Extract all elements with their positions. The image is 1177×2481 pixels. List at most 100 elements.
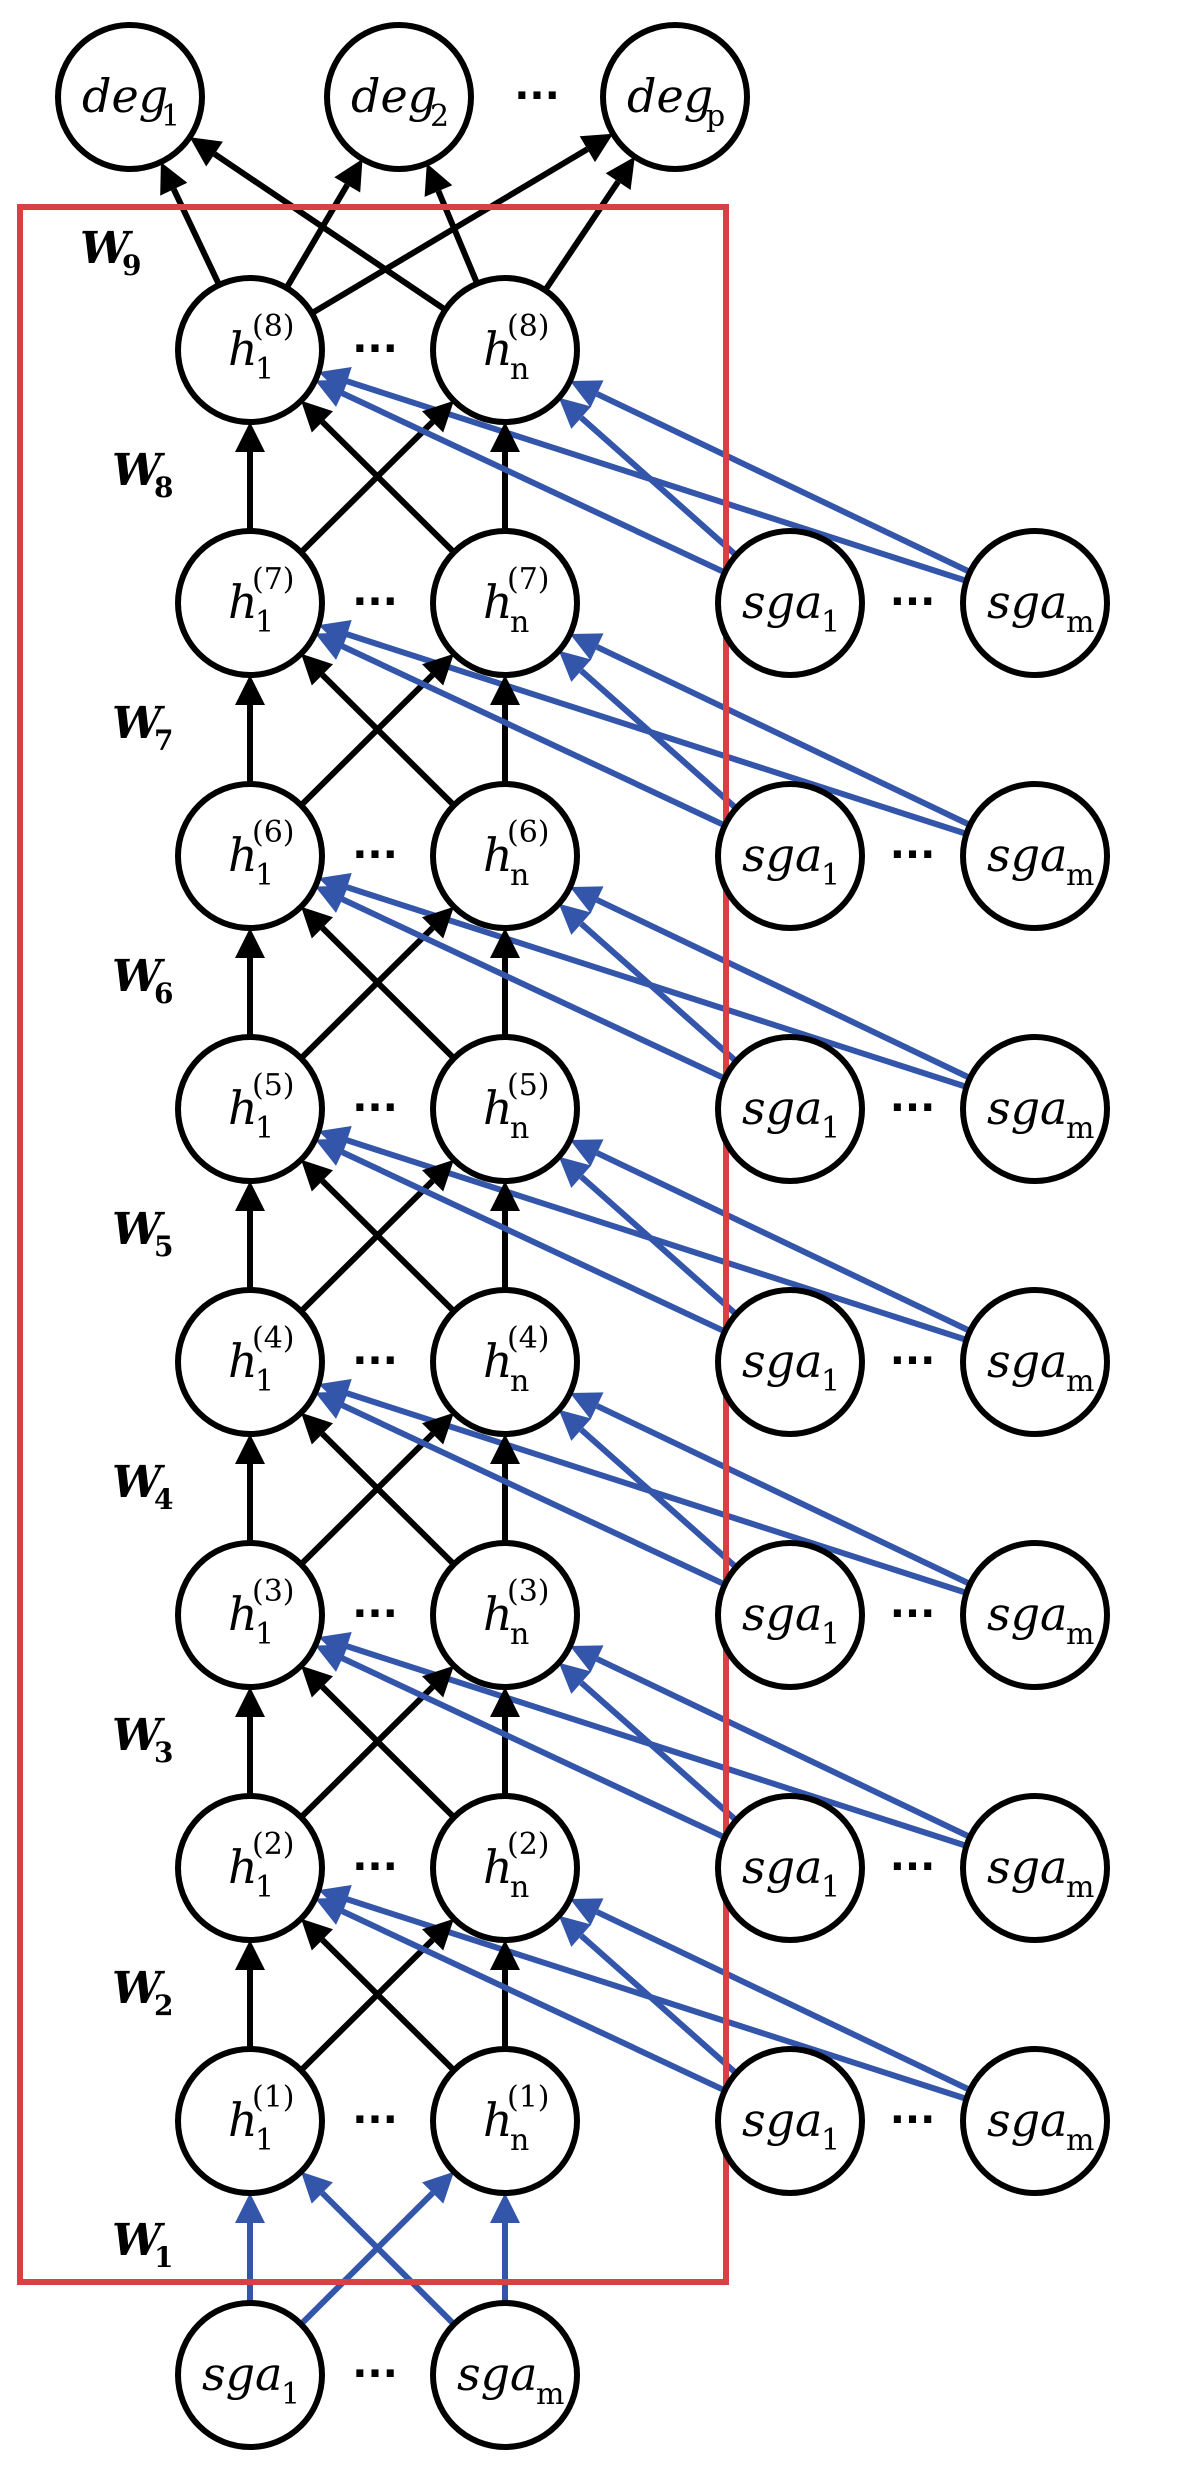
weight-label-9-sub: 9 (122, 249, 141, 282)
edge-h8-0-deg-2 (310, 146, 589, 316)
hidden-node-l2-first-sub: 1 (255, 1870, 274, 1905)
hidden-node-l4-last-sub: n (510, 1364, 529, 1399)
weight-label-7-sub: 7 (154, 724, 173, 757)
side-input-row4-first-base: sga (742, 1334, 822, 1388)
black-edges (171, 146, 621, 2073)
edge-sga-row0-1-1 (595, 391, 972, 575)
edge-sga-row0-0-0 (341, 390, 727, 576)
edge-layer6-0-0-head (235, 1687, 265, 1717)
edge-layer4-1-0-head (301, 1159, 333, 1192)
hidden-node-l5-first-sub: 1 (255, 1111, 274, 1146)
hidden-dots-l1: ··· (352, 2097, 398, 2143)
hidden-node-l3-first-sub: 1 (255, 1617, 274, 1652)
edge-sga-row2-1-0-head (318, 873, 352, 902)
side-input-row6-first-sub: 1 (821, 1870, 840, 1905)
weight-label-6: W6 (112, 951, 173, 1010)
edge-layer4-1-1-head (490, 1181, 520, 1211)
side-input-row2-first-sub: 1 (821, 858, 840, 893)
edge-sga-row4-0-1 (579, 1427, 739, 1570)
side-input-row2-last-circle (960, 781, 1110, 931)
side-input-row5-first-base: sga (742, 1587, 822, 1641)
edge-layer2-0-0-head (235, 675, 265, 705)
hidden-dots-l6: ··· (352, 832, 398, 878)
output-node-1-sub: 1 (161, 99, 180, 134)
edge-sga-row1-1-1 (595, 644, 972, 828)
side-input-dots-row4: ··· (890, 1338, 936, 1384)
hidden-node-l5-first-circle (175, 1034, 325, 1184)
hidden-node-l6-first-sup: (6) (252, 815, 295, 850)
edge-h8-1-deg-2-head (605, 156, 635, 190)
edge-h8-1-deg-2 (542, 179, 621, 292)
edge-layer1-1-0-head (301, 400, 333, 433)
edge-sga-row4-1-1-head (570, 1392, 604, 1420)
hidden-node-l1-last-sub: n (510, 2123, 529, 2158)
hidden-node-l1-last: hn(1) (430, 2046, 580, 2196)
edge-bottom-1-0-head (301, 2171, 333, 2204)
hidden-node-l4-last-base: h (483, 1334, 513, 1388)
hidden-node-l7-last-sub: n (510, 605, 529, 640)
edge-bottom-0-1 (298, 2190, 435, 2327)
edge-sga-row0-1-1-head (570, 380, 604, 408)
output-node-2-sub: 2 (430, 99, 449, 134)
edge-layer5-0-0-head (235, 1434, 265, 1464)
edge-sga-row4-0-0 (341, 1402, 727, 1588)
edge-sga-row4-0-1-head (558, 1409, 592, 1441)
edge-sga-row3-1-1-head (570, 1139, 604, 1167)
edge-h8-0-deg-1-head (334, 159, 363, 193)
hidden-node-l8-first-base: h (228, 322, 258, 376)
hidden-node-l3-first-sup: (3) (252, 1574, 295, 1609)
hidden-dots-l8: ··· (352, 326, 398, 372)
hidden-node-l8-first-sub: 1 (255, 352, 274, 387)
edge-sga-row6-1-1 (595, 1909, 972, 2093)
hidden-dots-l7: ··· (352, 579, 398, 625)
hidden-node-l8-last-circle (430, 275, 580, 425)
side-input-row5-last-sub: m (1066, 1617, 1094, 1652)
edge-sga-row5-0-1-head (558, 1662, 592, 1694)
side-input-row2-last-base: sga (987, 828, 1067, 882)
side-input-row3-first-base: sga (742, 1081, 822, 1135)
side-input-row4-first-circle (715, 1287, 865, 1437)
edge-sga-row3-0-0 (341, 1149, 727, 1335)
hidden-node-l4-first-circle (175, 1287, 325, 1437)
edge-sga-row3-0-1-head (558, 1156, 592, 1188)
hidden-node-l2-last-sub: n (510, 1870, 529, 1905)
hidden-node-l1-last-sup: (1) (507, 2080, 550, 2115)
hidden-node-l6-last-sub: n (510, 858, 529, 893)
edge-layer6-1-0-head (301, 1665, 333, 1698)
hidden-node-l4-last-circle (430, 1287, 580, 1437)
edge-layer1-1-1-head (490, 422, 520, 452)
edge-layer5-0-1-head (422, 1412, 454, 1445)
hidden-layers-frame (17, 204, 729, 2285)
side-input-row4-last-sub: m (1066, 1364, 1094, 1399)
hidden-node-l2-first-circle (175, 1793, 325, 1943)
hidden-node-l7-first: h1(7) (175, 528, 325, 678)
edge-sga-row6-0-0 (341, 1908, 727, 2094)
edge-layer2-1-1-head (490, 675, 520, 705)
edge-sga-row3-1-0 (346, 1137, 968, 1343)
bottom-input-dots: ··· (352, 2351, 398, 2397)
hidden-dots-l3: ··· (352, 1591, 398, 1637)
side-input-row6-last-circle (960, 1793, 1110, 1943)
edge-sga-row2-0-0 (341, 896, 727, 1082)
hidden-node-l4-first-base: h (228, 1334, 258, 1388)
weight-label-3: W3 (112, 1710, 173, 1769)
hidden-node-l6-last-sup: (6) (507, 815, 550, 850)
hidden-node-l5-last-base: h (483, 1081, 513, 1135)
weight-label-9-base: W (80, 223, 134, 274)
edge-layer3-0-1 (298, 925, 435, 1061)
weight-label-8-base: W (112, 445, 166, 496)
side-input-row2-first-circle (715, 781, 865, 931)
weight-label-4-sub: 4 (154, 1483, 173, 1516)
weight-label-2-base: W (112, 1963, 166, 2014)
side-input-row1-last-circle (960, 528, 1110, 678)
edge-sga-row5-1-1-head (570, 1645, 604, 1673)
edge-layer4-1-0 (320, 1178, 457, 1314)
side-input-row3-last-sub: m (1066, 1111, 1094, 1146)
side-input-row1-last-sub: m (1066, 605, 1094, 640)
